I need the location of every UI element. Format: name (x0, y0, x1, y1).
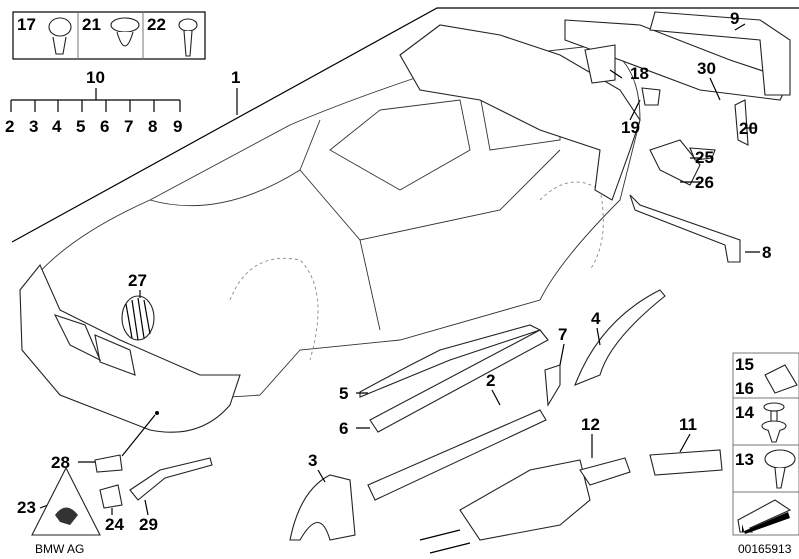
part-number-16[interactable]: 16 (735, 379, 754, 398)
part-number-11[interactable]: 11 (679, 415, 697, 434)
warning-triangle-icon (31, 466, 101, 536)
screw-13-icon (764, 449, 796, 489)
kit-item-2[interactable]: 2 (5, 117, 14, 136)
trim-7 (544, 364, 561, 407)
kit-item-4[interactable]: 4 (52, 117, 62, 136)
sensor-28 (94, 454, 123, 473)
bracket-20 (734, 99, 749, 146)
part-number-28[interactable]: 28 (51, 453, 70, 472)
part-number-3[interactable]: 3 (308, 451, 317, 470)
part-number-5[interactable]: 5 (339, 384, 348, 403)
part-number-29[interactable]: 29 (139, 515, 158, 534)
part-number-1[interactable]: 1 (231, 68, 240, 87)
part-number-19[interactable]: 19 (621, 118, 640, 137)
part-number-15[interactable]: 15 (735, 355, 754, 374)
bracket-18 (584, 44, 616, 84)
part-number-26[interactable]: 26 (695, 173, 714, 192)
part-number-6[interactable]: 6 (339, 419, 348, 438)
car-outline (24, 44, 641, 398)
assembly-frame (11, 7, 799, 243)
part-number-13[interactable]: 13 (735, 450, 754, 469)
direction-arrow-icon (737, 499, 792, 534)
trim-strip-9 (649, 11, 791, 96)
harness-29 (129, 457, 213, 501)
part-number-17[interactable]: 17 (17, 15, 36, 34)
grille-27 (121, 295, 155, 341)
part-number-9[interactable]: 9 (730, 9, 739, 28)
clip-21-icon (110, 17, 140, 47)
front-bumper (19, 263, 241, 433)
clip-17-icon (48, 17, 72, 55)
kit-item-6[interactable]: 6 (100, 117, 109, 136)
kit-bracket: 10 2 3 4 5 6 7 8 9 (5, 68, 182, 136)
kit-item-5[interactable]: 5 (76, 117, 85, 136)
carrier-6 (369, 329, 549, 433)
trim-26 (649, 139, 701, 186)
strip-5 (359, 324, 542, 398)
bmw-ag-mark: BMW AG (35, 542, 84, 556)
part-number-8[interactable]: 8 (762, 243, 771, 262)
kit-item-7[interactable]: 7 (124, 117, 133, 136)
drawing-number: 00165913 (738, 542, 792, 556)
part-number-4[interactable]: 4 (591, 309, 601, 328)
part-number-18[interactable]: 18 (630, 64, 649, 83)
rear-diffuser-30 (564, 19, 791, 101)
part-number-12[interactable]: 12 (581, 415, 600, 434)
part-number-23[interactable]: 23 (17, 498, 36, 517)
kit-item-9[interactable]: 9 (173, 117, 182, 136)
strip-8 (629, 194, 741, 263)
part-number-2[interactable]: 2 (486, 371, 495, 390)
kit-item-8[interactable]: 8 (148, 117, 157, 136)
kit-item-3[interactable]: 3 (29, 117, 38, 136)
reflector-19 (641, 87, 661, 106)
sleeve-24 (99, 484, 123, 509)
sill-2 (367, 409, 547, 501)
trim-25 (689, 147, 716, 161)
part-number-21[interactable]: 21 (82, 15, 101, 34)
hardware-box-right: 15 16 14 13 (732, 352, 799, 536)
arch-3 (289, 474, 356, 541)
part-number-25[interactable]: 25 (695, 148, 714, 167)
exhaust-system (419, 449, 723, 554)
arch-4 (574, 289, 666, 386)
hardware-box-top: 17 21 22 (12, 11, 206, 60)
part-number-10[interactable]: 10 (86, 68, 105, 87)
screw-14-icon (761, 402, 787, 443)
part-number-7[interactable]: 7 (558, 325, 567, 344)
clip-nut-icon (764, 364, 798, 394)
rear-bumper (399, 24, 641, 201)
part-number-22[interactable]: 22 (147, 15, 166, 34)
part-number-27[interactable]: 27 (128, 271, 147, 290)
part-number-14[interactable]: 14 (735, 403, 754, 422)
screw-22-icon (178, 18, 198, 57)
part-number-24[interactable]: 24 (105, 515, 124, 534)
part-number-30[interactable]: 30 (697, 59, 716, 78)
